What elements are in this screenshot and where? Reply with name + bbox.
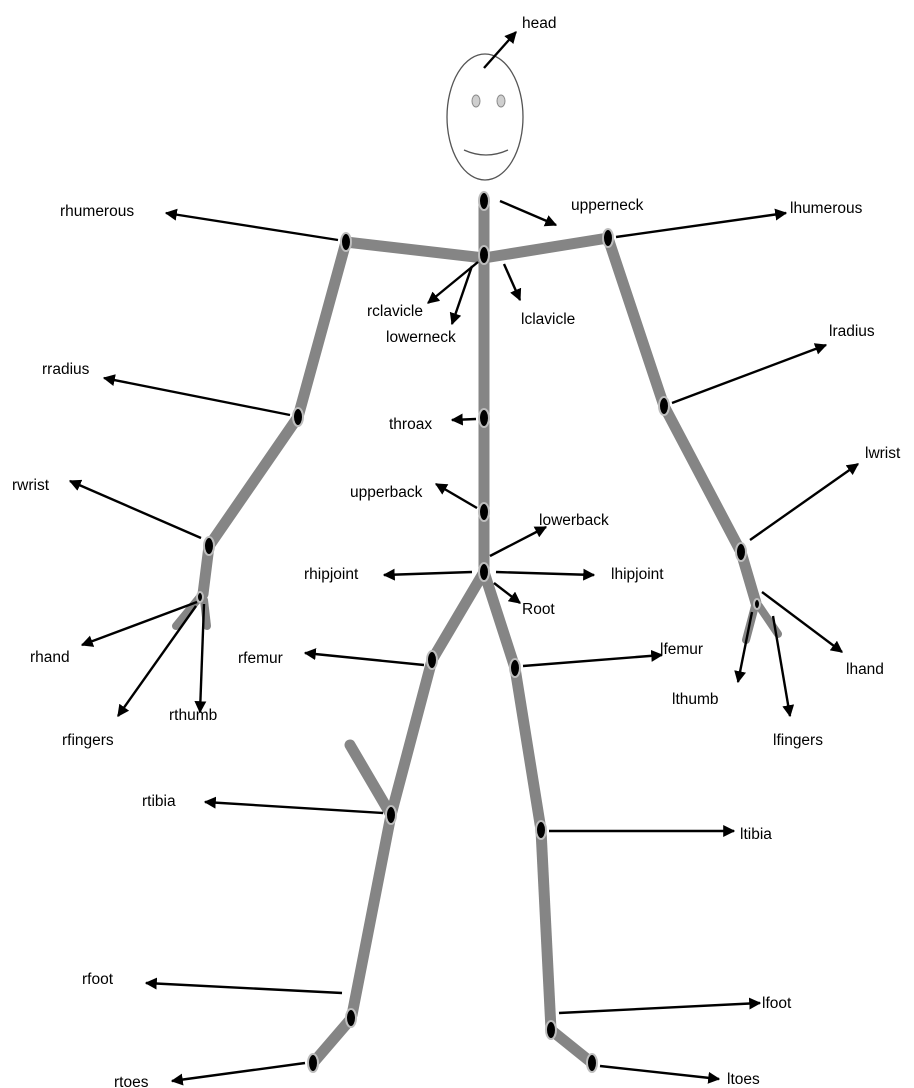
joint-lradius [659, 397, 669, 415]
label-lhand: lhand [846, 661, 884, 678]
joint-throax [479, 409, 489, 427]
label-lradius: lradius [829, 323, 875, 340]
bone-lfemur [515, 668, 541, 830]
label-rfoot: rfoot [82, 971, 114, 988]
label-lhumerous: lhumerous [790, 200, 863, 217]
label-throax: throax [389, 416, 432, 433]
joint-rhand [197, 592, 203, 602]
arrow-rwrist [70, 481, 201, 538]
label-upperback: upperback [350, 484, 423, 501]
label-lfemur: lfemur [660, 641, 703, 658]
label-rradius: rradius [42, 361, 90, 378]
joint-lwrist [736, 543, 746, 561]
arrow-lfingers [773, 616, 790, 716]
arrow-rtoes [172, 1063, 305, 1081]
bone-rpelvis [432, 572, 484, 660]
arrow-rfingers [118, 606, 196, 716]
joint-rtoes [308, 1054, 318, 1072]
arrow-rradius [104, 378, 290, 415]
bone-lradius [664, 406, 741, 552]
joint-lfoot [546, 1021, 556, 1039]
arrow-lwrist [750, 464, 858, 540]
bone-lshin [541, 830, 551, 1030]
label-rclavicle: rclavicle [367, 303, 423, 320]
arrow-rhumerous [166, 213, 338, 240]
label-rthumb: rthumb [169, 707, 217, 724]
label-lfoot: lfoot [762, 995, 792, 1012]
joint-upperneck [479, 192, 489, 210]
arrow-lradius [672, 345, 826, 403]
arrow-lowerback [490, 527, 546, 556]
arrow-lhipjoint [496, 572, 594, 575]
bone-lfoot [551, 1030, 592, 1063]
arrow-rfoot [146, 983, 342, 993]
arrow-throax [452, 419, 476, 420]
joint-lfemur [510, 659, 520, 677]
arrow-rtibia [205, 802, 383, 813]
bone-rradius [209, 417, 298, 546]
bone-lclavicle [484, 238, 608, 258]
joint-ltoes [587, 1054, 597, 1072]
arrow-lthumb [738, 612, 752, 682]
arrow-upperneck [500, 201, 556, 225]
left-eye [472, 95, 480, 107]
label-upperneck: upperneck [571, 197, 644, 214]
label-rhumerous: rhumerous [60, 203, 134, 220]
bone-lhumerus [608, 238, 664, 406]
label-lhipjoint: lhipjoint [611, 566, 664, 583]
label-lthumb: lthumb [672, 691, 719, 708]
bones [176, 200, 778, 1063]
joint-lhand [754, 599, 760, 609]
arrow-lhumerous [616, 213, 786, 237]
bone-rfoot [313, 1020, 350, 1063]
label-rhipjoint: rhipjoint [304, 566, 359, 583]
bone-rfemur [391, 660, 432, 815]
bone-rtibia [350, 745, 391, 815]
label-rwrist: rwrist [12, 477, 50, 494]
joint-rradius [293, 408, 303, 426]
label-ltibia: ltibia [740, 826, 772, 843]
head-figure [447, 54, 523, 180]
joint-rhumerous [341, 233, 351, 251]
labels: head upperneck rhumerous lhumerous rclav… [12, 15, 901, 1088]
joint-rwrist [204, 537, 214, 555]
label-lowerneck: lowerneck [386, 329, 456, 346]
label-rtibia: rtibia [142, 793, 176, 810]
bone-rclavicle [346, 242, 484, 258]
arrow-upperback [436, 484, 477, 508]
label-rhand: rhand [30, 649, 70, 666]
joint-root [479, 563, 489, 581]
arrow-lfemur [523, 655, 662, 666]
head-outline [447, 54, 523, 180]
joint-rtibia [386, 806, 396, 824]
label-lwrist: lwrist [865, 445, 901, 462]
joint-rfoot [346, 1009, 356, 1027]
label-head: head [522, 15, 556, 32]
bone-rhumerus [298, 242, 346, 417]
joint-lhumerous [603, 229, 613, 247]
label-rfemur: rfemur [238, 650, 283, 667]
arrow-lclavicle [504, 264, 520, 300]
label-rfingers: rfingers [62, 732, 114, 749]
joint-upperback [479, 503, 489, 521]
label-lowerback: lowerback [539, 512, 609, 529]
joint-ltibia [536, 821, 546, 839]
arrow-ltoes [600, 1066, 719, 1079]
label-ltoes: ltoes [727, 1071, 760, 1088]
label-rtoes: rtoes [114, 1074, 149, 1088]
arrow-rthumb [200, 604, 204, 712]
arrow-rfemur [305, 653, 424, 665]
joint-rfemur [427, 651, 437, 669]
label-lclavicle: lclavicle [521, 311, 575, 328]
arrow-rhipjoint [384, 572, 472, 575]
bone-rshin [352, 815, 391, 1015]
joint-lowerneck [479, 246, 489, 264]
label-root: Root [522, 601, 555, 618]
arrow-lfoot [559, 1003, 760, 1013]
right-eye [497, 95, 505, 107]
label-lfingers: lfingers [773, 732, 823, 749]
